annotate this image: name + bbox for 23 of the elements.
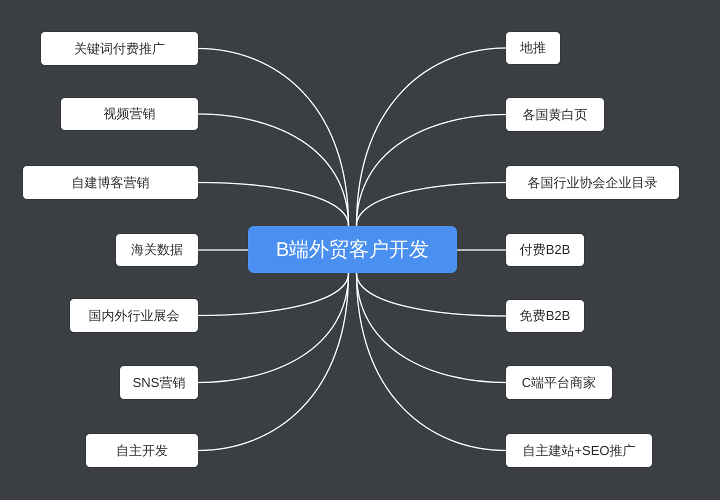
central-topic-box: B端外贸客户开发 — [248, 226, 457, 273]
topic-box: 国内外行业展会 — [70, 299, 198, 332]
topic-box: 各国黄白页 — [506, 98, 604, 131]
topic-box: 自建博客营销 — [23, 166, 198, 199]
topic-box: 关键词付费推广 — [41, 32, 198, 65]
topic-box: 视频营销 — [61, 98, 198, 130]
topic-box: 自主开发 — [86, 434, 198, 467]
connector-line — [457, 249, 506, 251]
topic-box: 付费B2B — [506, 234, 584, 266]
connector-line — [198, 249, 248, 251]
connector-line — [198, 182, 350, 226]
topic-box: 地推 — [506, 32, 560, 64]
topic-box: 自主建站+SEO推广 — [506, 434, 652, 467]
connector-line — [356, 182, 506, 226]
topic-box: C端平台商家 — [506, 366, 612, 399]
topic-box: SNS营销 — [120, 366, 198, 399]
connector-line — [356, 272, 506, 452]
topic-box: 海关数据 — [116, 234, 198, 266]
topic-box: 免费B2B — [506, 300, 584, 332]
topic-box: 各国行业协会企业目录 — [506, 166, 679, 199]
connector-line — [356, 272, 506, 317]
connector-line — [198, 272, 350, 316]
connector-line — [198, 272, 350, 452]
